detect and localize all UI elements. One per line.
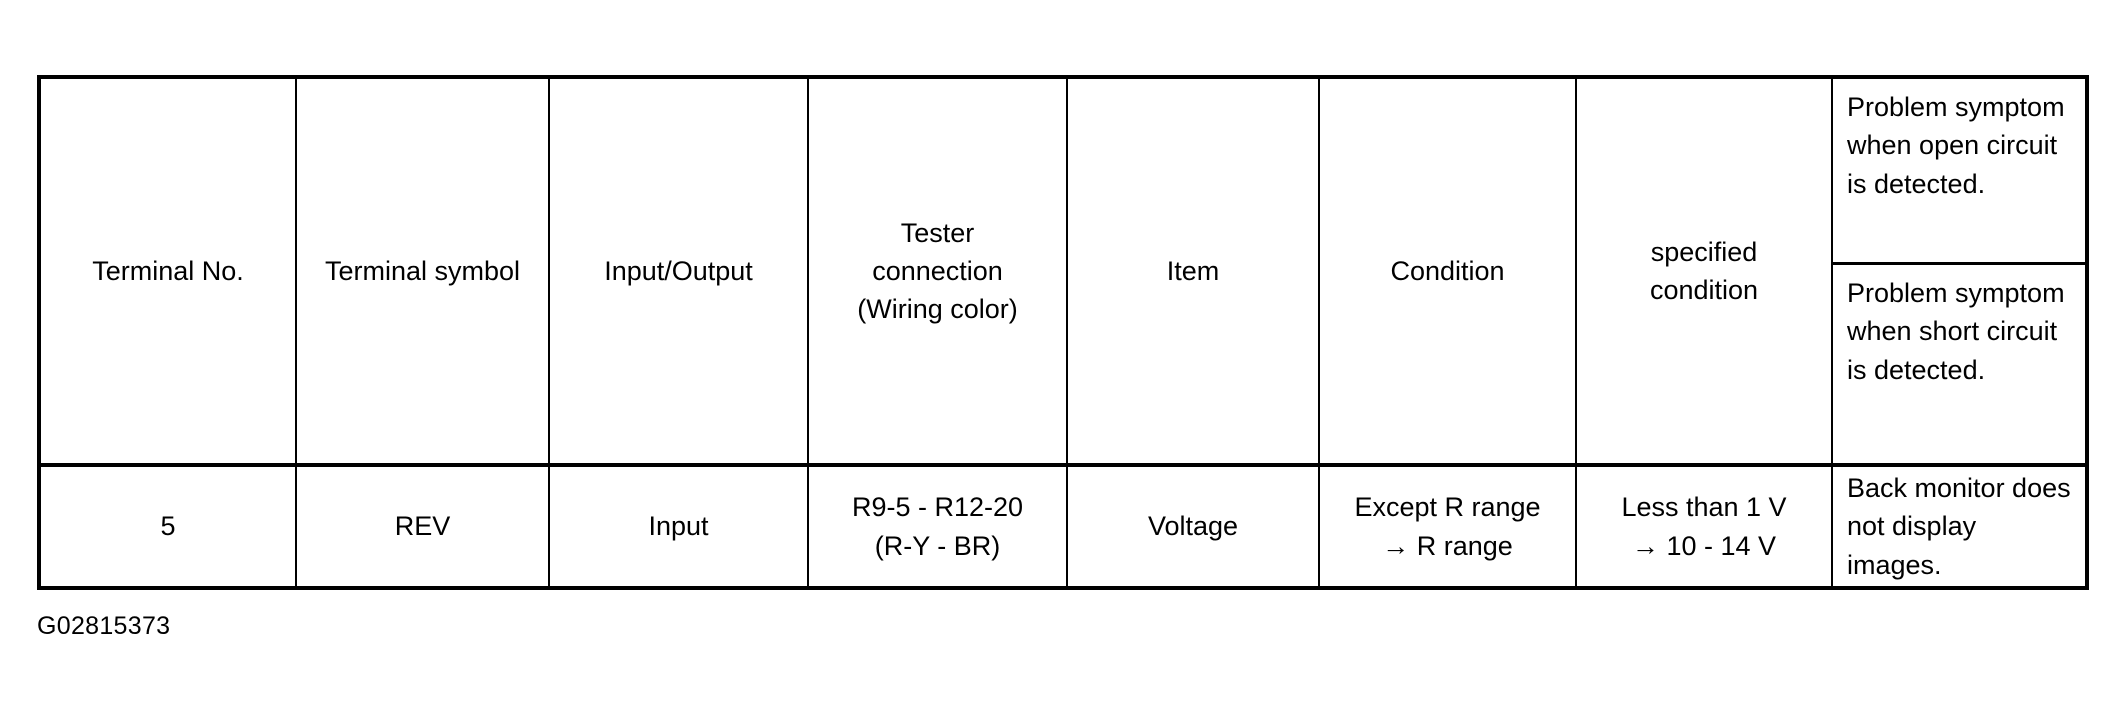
column-header-specified-condition-line1: specified bbox=[1650, 236, 1758, 267]
column-header-terminal-no-label: Terminal No. bbox=[92, 255, 244, 286]
table-row: 5 REV Input R9-5 - R12-20 (R-Y - BR) Vol… bbox=[38, 464, 2088, 588]
cell-tester-connection: R9-5 - R12-20 (R-Y - BR) bbox=[807, 464, 1068, 588]
column-header-item-label: Item bbox=[1166, 255, 1220, 286]
cell-terminal-symbol: REV bbox=[295, 464, 550, 588]
column-header-tester-connection: Tester connection (Wiring color) bbox=[807, 77, 1068, 468]
column-header-condition: Condition bbox=[1318, 77, 1577, 468]
column-header-terminal-no: Terminal No. bbox=[38, 77, 297, 468]
column-header-input-output-label: Input/Output bbox=[604, 255, 753, 286]
cell-input-output: Input bbox=[548, 464, 809, 588]
column-header-terminal-symbol-label: Terminal symbol bbox=[324, 255, 521, 286]
cell-problem-symptom: Back monitor does not display images. bbox=[1831, 464, 2088, 588]
column-header-problem-symptom-short: Problem symptom when short circuit is de… bbox=[1847, 278, 2065, 385]
cell-tester-connection-line1: R9-5 - R12-20 bbox=[851, 492, 1024, 523]
terminal-specification-table: Terminal No. Terminal symbol Input/Outpu… bbox=[37, 75, 2089, 590]
problem-symptom-split: Problem symptom when open circuit is det… bbox=[1833, 79, 2085, 463]
cell-terminal-no: 5 bbox=[38, 464, 297, 588]
cell-terminal-no-value: 5 bbox=[160, 511, 176, 542]
cell-condition-line1: Except R range bbox=[1354, 492, 1541, 523]
cell-input-output-value: Input bbox=[648, 511, 709, 542]
column-header-item: Item bbox=[1066, 77, 1320, 468]
cell-specified-condition: Less than 1 V → 10 - 14 V bbox=[1575, 464, 1833, 588]
figure-caption: G02815373 bbox=[37, 612, 171, 640]
column-header-tester-connection-line2: connection bbox=[872, 255, 1003, 286]
cell-item: Voltage bbox=[1066, 464, 1320, 588]
column-header-specified-condition-line2: condition bbox=[1649, 275, 1759, 306]
cell-item-value: Voltage bbox=[1147, 511, 1239, 542]
column-header-terminal-symbol: Terminal symbol bbox=[295, 77, 550, 468]
cell-specified-condition-line1: Less than 1 V bbox=[1621, 492, 1787, 523]
cell-terminal-symbol-value: REV bbox=[394, 511, 451, 542]
column-header-condition-label: Condition bbox=[1390, 255, 1505, 286]
cell-problem-symptom-value: Back monitor does not display images. bbox=[1847, 473, 2071, 580]
column-header-tester-connection-line1: Tester bbox=[900, 217, 975, 248]
cell-condition-line2: → R range bbox=[1382, 530, 1513, 561]
cell-specified-condition-line2: → 10 - 14 V bbox=[1631, 530, 1777, 561]
cell-tester-connection-line2: (R-Y - BR) bbox=[874, 530, 1001, 561]
column-header-specified-condition: specified condition bbox=[1575, 77, 1833, 468]
column-header-input-output: Input/Output bbox=[548, 77, 809, 468]
column-header-problem-symptom: Problem symptom when open circuit is det… bbox=[1831, 77, 2088, 468]
column-header-problem-symptom-open: Problem symptom when open circuit is det… bbox=[1833, 79, 2085, 265]
column-header-tester-connection-line3: (Wiring color) bbox=[857, 294, 1018, 325]
table-header-row: Terminal No. Terminal symbol Input/Outpu… bbox=[38, 77, 2088, 468]
cell-condition: Except R range → R range bbox=[1318, 464, 1577, 588]
